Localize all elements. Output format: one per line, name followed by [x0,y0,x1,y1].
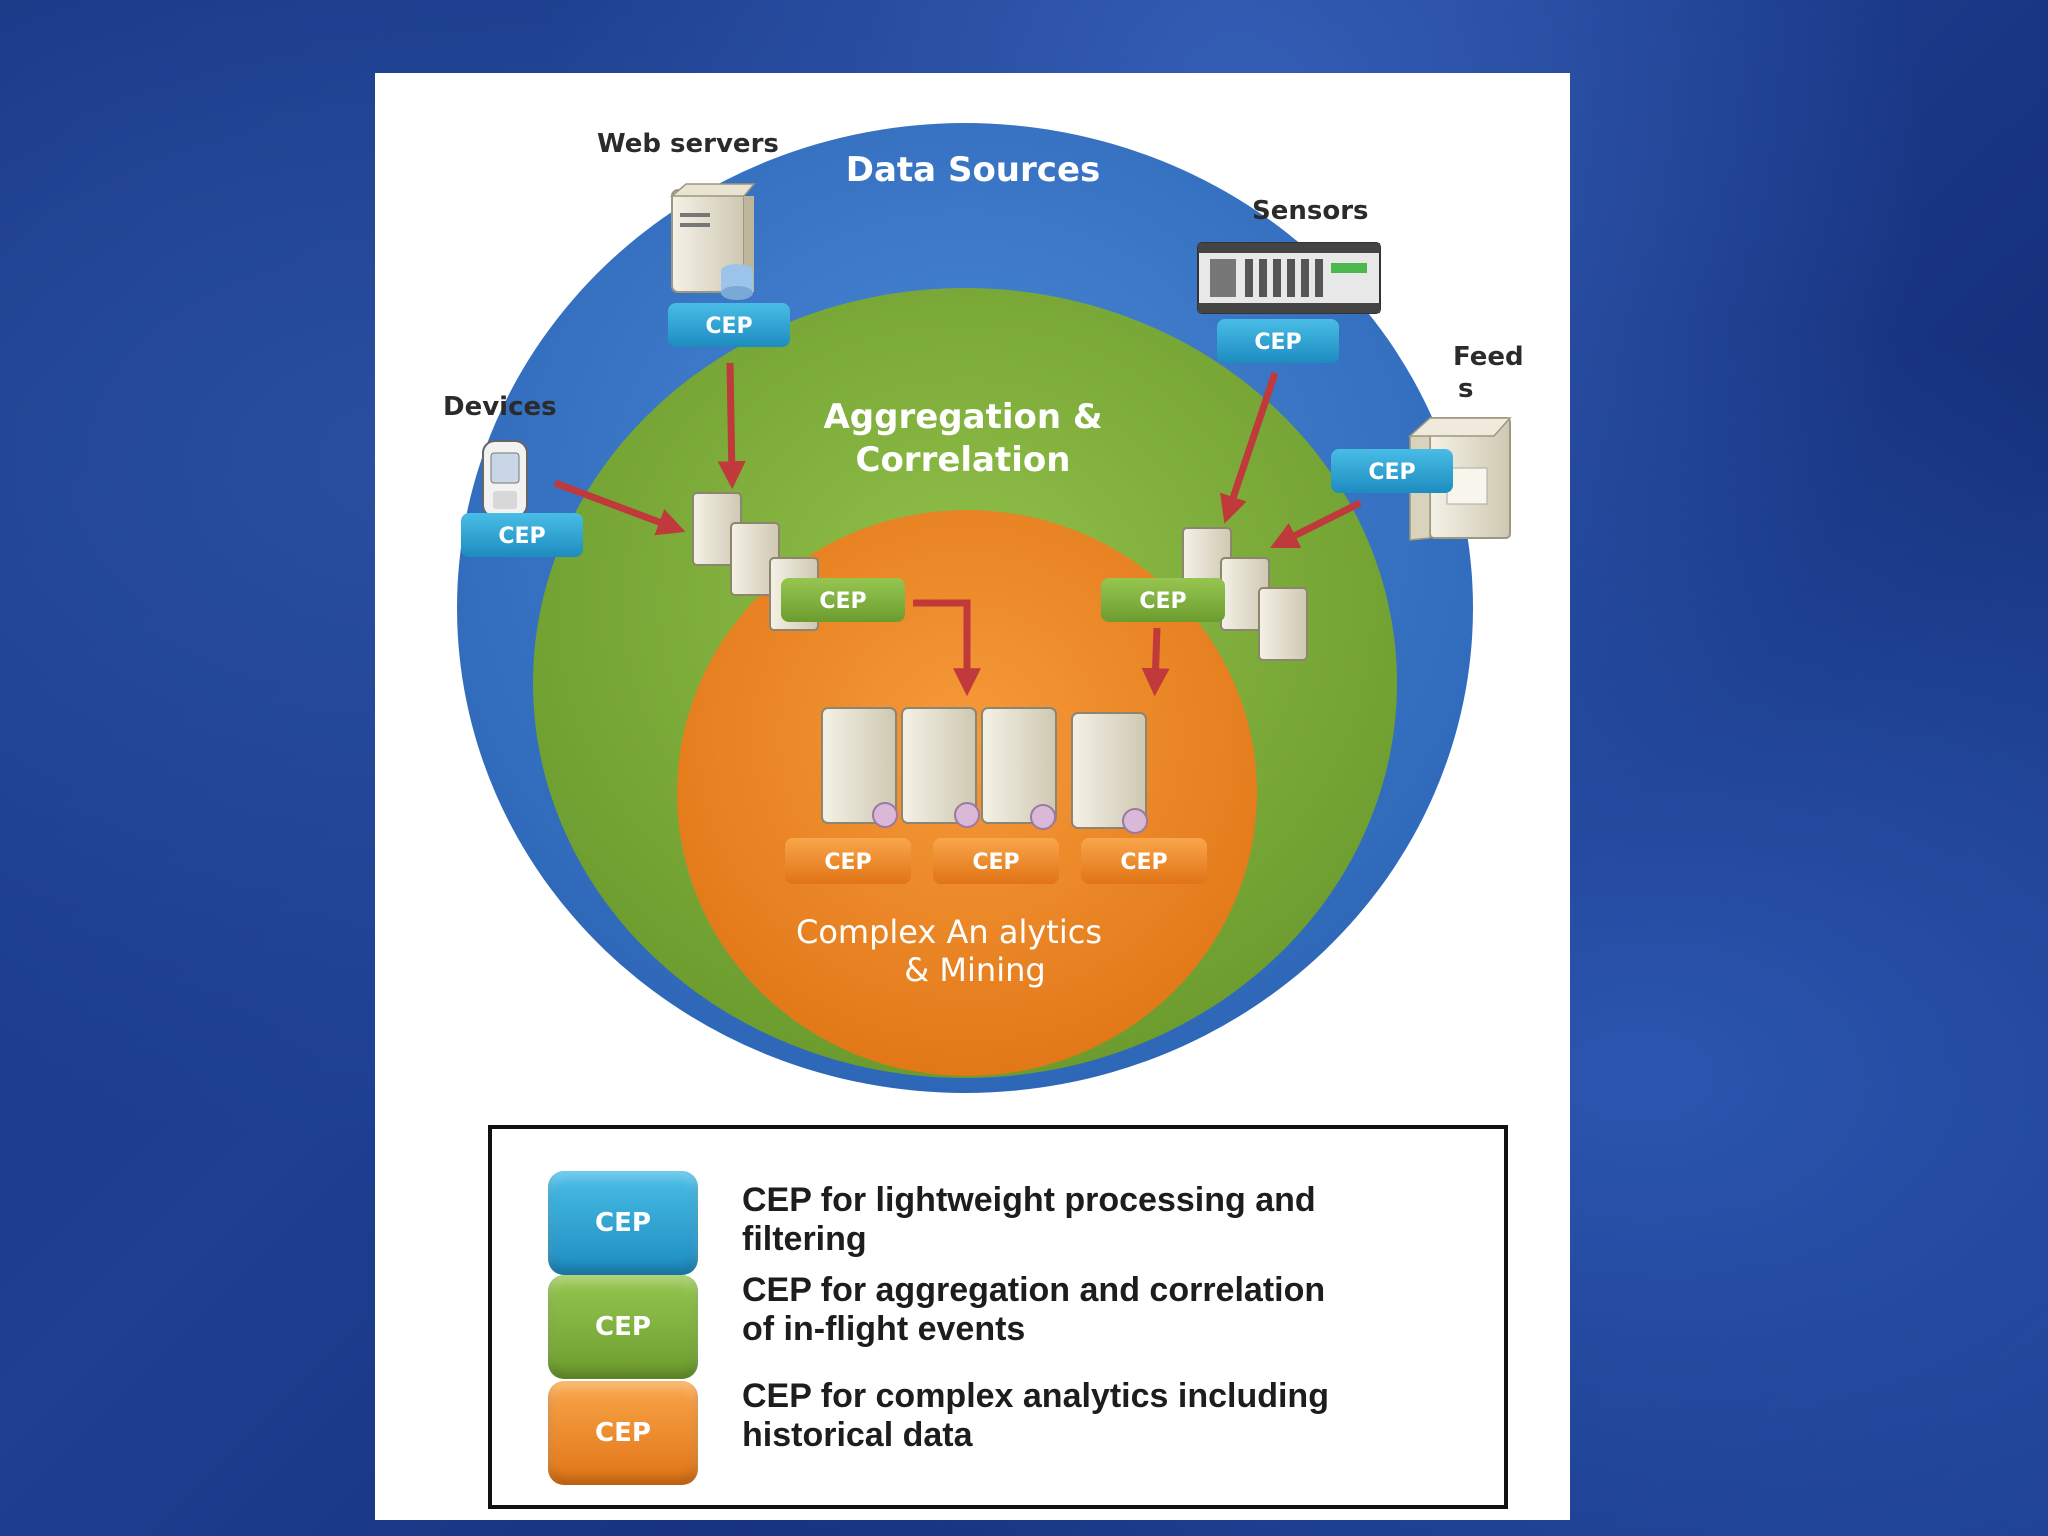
cep-badge-analytics-3: CEP [1081,838,1207,884]
svg-text:CEP: CEP [1120,850,1167,875]
cep-badge-left-aggregator: CEP [781,578,905,622]
legend-item-analytics: CEP CEP for complex analytics including … [492,1377,1504,1485]
legend-badge-orange: CEP [548,1381,698,1485]
feeds-server-icon [1408,416,1512,541]
sensors-label: Sensors [1252,196,1369,226]
arrow-sensors-to-aggregator [1220,371,1279,524]
arrow-left-aggregator-to-analytics [913,599,981,697]
svg-text:CEP: CEP [705,314,752,339]
cep-architecture-diagram: Data Sources Aggregation & Correlation C… [443,123,1524,1093]
svg-text:CEP: CEP [1368,460,1415,485]
svg-text:CEP: CEP [498,524,545,549]
feeds-label-2: s [1458,374,1473,404]
analytics-servers [821,707,1148,834]
legend-text-analytics: CEP for complex analytics including hist… [742,1377,1329,1454]
cep-badge-feeds: CEP [1331,449,1453,493]
webservers-label: Web servers [597,129,779,159]
legend-badge-blue: CEP [548,1171,698,1275]
sensor-rack-icon [1197,242,1381,314]
arrow-right-aggregator-to-analytics [1141,627,1170,697]
legend-item-lightweight: CEP CEP for lightweight processing and f… [492,1171,1504,1335]
legend-text-aggregation: CEP for aggregation and correlation of i… [742,1271,1326,1348]
svg-text:CEP: CEP [972,850,1019,875]
legend-text-lightweight: CEP for lightweight processing and filte… [742,1181,1316,1258]
webserver-icon [669,183,756,300]
cep-badge-analytics-1: CEP [785,838,911,884]
legend-item-aggregation: CEP CEP for aggregation and correlation … [492,1271,1504,1379]
cep-badge-analytics-2: CEP [933,838,1059,884]
feeds-label: Feed [1453,342,1524,372]
analytics-label: Complex An alytics [796,913,1102,951]
devices-label: Devices [443,392,557,422]
svg-text:CEP: CEP [1139,589,1186,614]
cep-badge-right-aggregator: CEP [1101,578,1225,622]
correlation-label: Correlation [856,440,1071,480]
cep-badge-devices: CEP [461,513,583,557]
data-sources-label: Data Sources [846,150,1100,190]
flow-arrows [553,362,1362,697]
svg-text:CEP: CEP [1254,330,1301,355]
slide-panel: Data Sources Aggregation & Correlation C… [375,73,1570,1520]
cep-legend: CEP CEP for lightweight processing and f… [488,1125,1508,1509]
svg-text:CEP: CEP [824,850,871,875]
arrow-webservers-to-aggregator [717,362,746,490]
aggregation-label: Aggregation & [823,397,1102,437]
arrow-feeds-to-aggregator [1269,499,1362,549]
arrow-devices-to-aggregator [553,479,686,536]
cep-badge-webservers: CEP [668,303,790,347]
device-icon [482,440,528,518]
left-aggregator-servers [692,492,819,631]
cep-badge-sensors: CEP [1217,319,1339,363]
mining-label: & Mining [904,951,1045,989]
legend-badge-green: CEP [548,1275,698,1379]
svg-text:CEP: CEP [819,589,866,614]
